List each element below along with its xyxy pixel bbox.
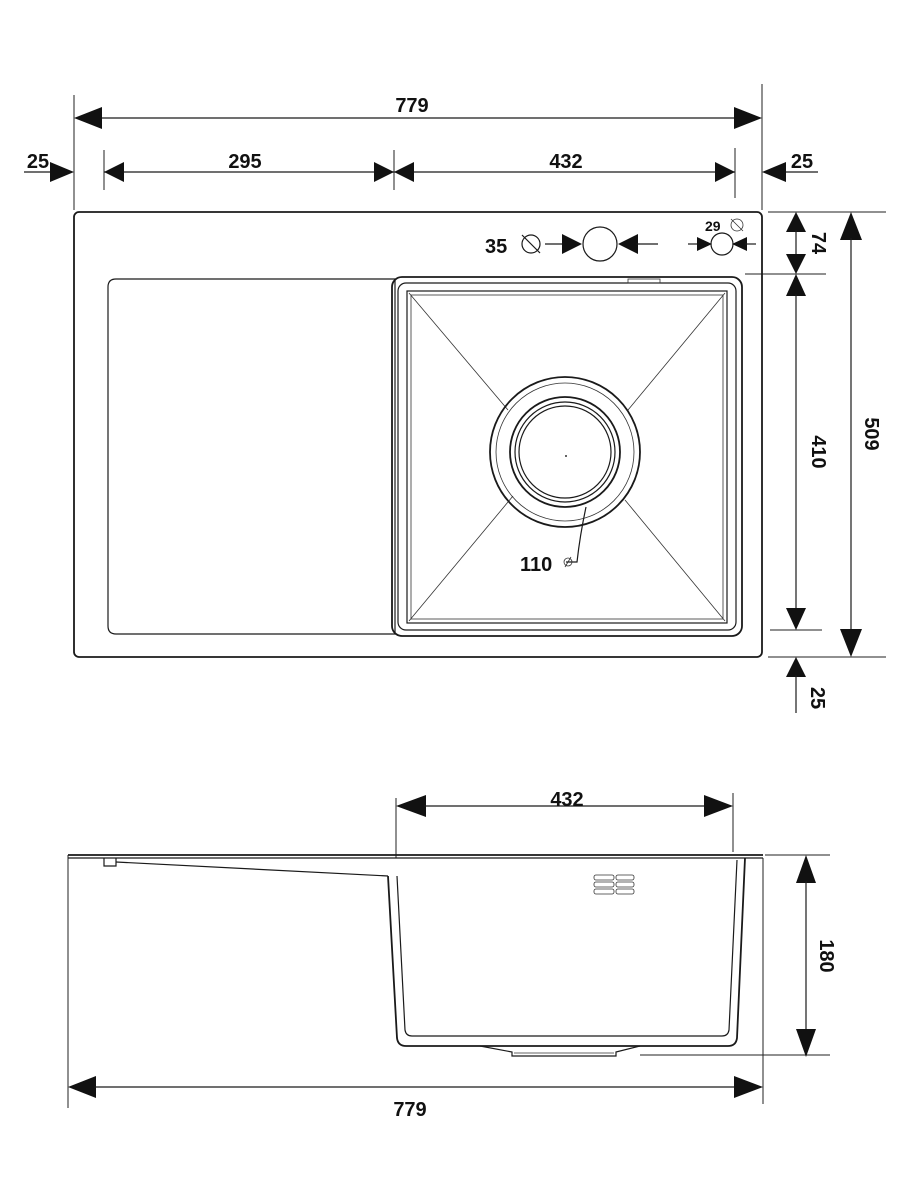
top-view: 779 25 295 432 25 [24,84,886,713]
dimension-label: 74 [807,232,829,255]
diameter-icon [730,218,744,232]
dimension-right-margin: 25 [762,151,818,182]
diameter-icon [563,556,573,568]
dimension-drain: 110 [520,506,587,576]
dimension-label: 509 [860,417,882,450]
dimension-overflow-hole: 29 [688,218,756,256]
drainboard-area [107,278,396,635]
dimension-bowl-length: 410 [786,274,829,630]
dimension-drainboard-width: 295 [104,151,394,182]
overflow-grill [593,874,635,895]
dimension-label: 410 [807,435,829,468]
dimension-label: 432 [550,789,583,811]
drain [489,376,641,528]
dimension-label: 295 [228,151,261,173]
sink-profile [68,854,763,1057]
dimension-label: 25 [27,151,49,173]
dimension-bowl-width: 432 [394,151,735,182]
dimension-bowl-width: 432 [396,789,733,817]
dimension-label: 180 [815,939,837,972]
dimension-top-margin: 74 [786,212,829,274]
dimension-label: 432 [549,151,582,173]
dimension-bottom-margin: 25 [786,657,828,713]
dimension-label: 779 [393,1099,426,1121]
dimension-label: 25 [806,687,828,709]
dimension-label: 29 [705,218,721,234]
dimension-label: 779 [395,95,428,117]
dimension-depth: 180 [796,855,837,1057]
dimension-overall-width: 779 [74,95,762,129]
dimension-label: 35 [485,236,507,258]
sink-outline [73,211,763,658]
tap-hole [582,226,618,262]
bowl [391,276,743,637]
diameter-icon [521,234,541,254]
dimension-overall-length: 509 [840,212,882,657]
dimension-label: 110 [520,554,552,576]
side-view: 432 [67,789,837,1121]
dimension-overall-width: 779 [68,1076,763,1121]
dimension-tap-hole: 35 [485,226,658,262]
dimension-label: 25 [791,151,813,173]
overflow-hole [710,232,734,256]
dimension-left-margin: 25 [24,151,74,182]
